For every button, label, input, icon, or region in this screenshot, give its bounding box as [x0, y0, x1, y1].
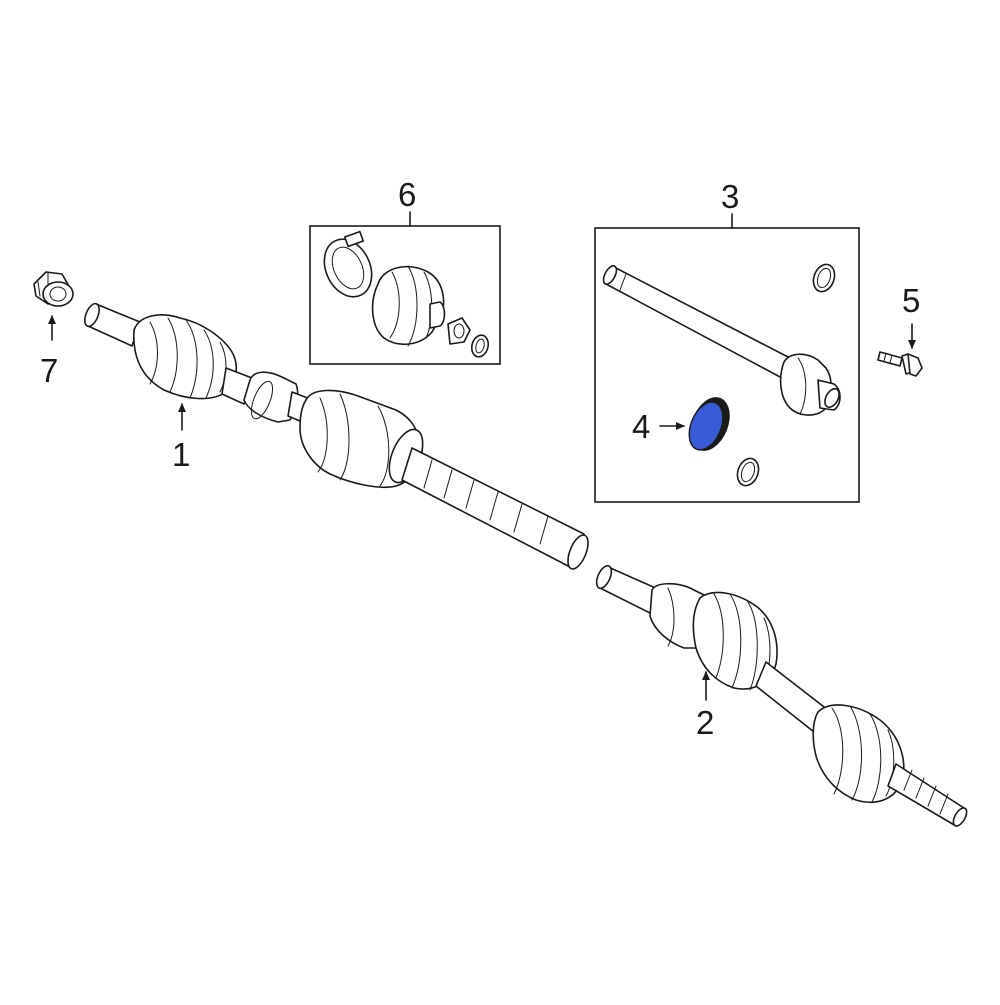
part-2-axle-shaft[interactable] — [594, 564, 970, 829]
callout-2: 2 — [696, 704, 714, 741]
part-6-boot-kit[interactable] — [315, 230, 490, 359]
callout-6: 6 — [398, 176, 416, 213]
callout-7: 7 — [40, 352, 58, 389]
part-7-nut[interactable] — [33, 271, 74, 307]
callout-4: 4 — [632, 408, 650, 445]
callout-1: 1 — [172, 436, 190, 473]
part-4-seal[interactable] — [683, 391, 737, 456]
part-6-box — [309, 225, 501, 365]
part-4-seal-highlight — [688, 401, 724, 451]
part-3-box — [594, 227, 860, 503]
callout-3: 3 — [721, 178, 739, 215]
part-5-bolt[interactable] — [877, 351, 923, 377]
callout-5: 5 — [902, 282, 920, 319]
part-3-intermediate-shaft[interactable] — [601, 261, 842, 488]
part-1-axle-shaft[interactable] — [82, 302, 592, 572]
